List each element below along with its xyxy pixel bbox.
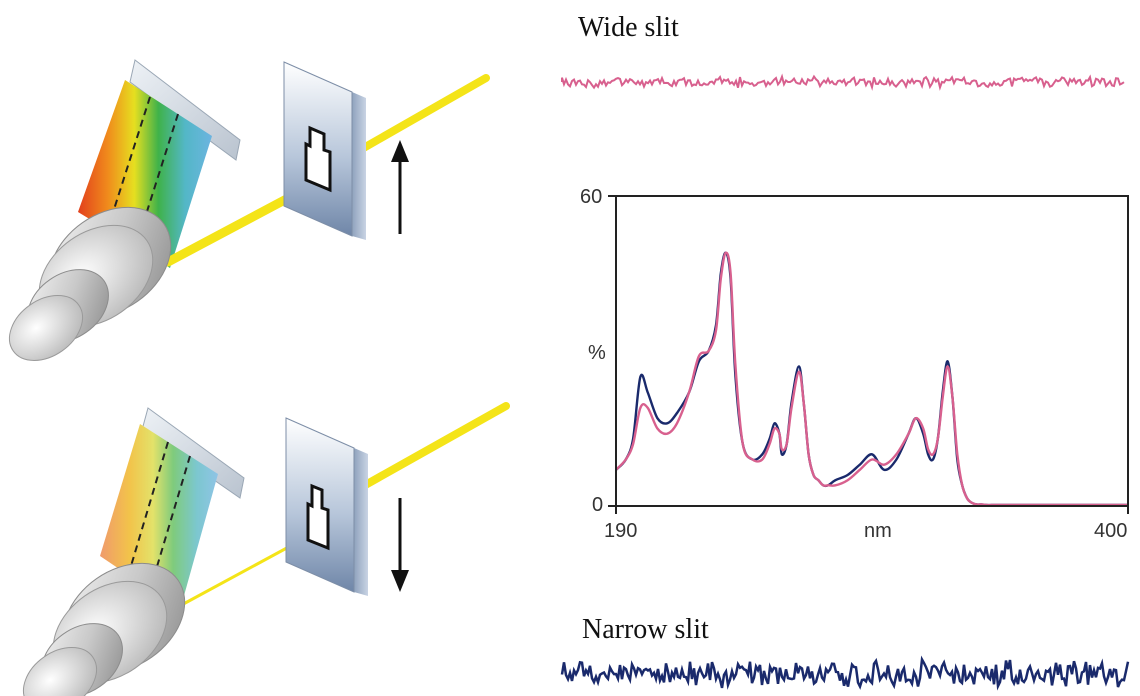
top-assembly [9, 59, 490, 361]
top-mirror [129, 59, 241, 161]
top-spectrum-dash-1 [107, 96, 151, 229]
y-tick-label-bottom: 0 [592, 494, 604, 516]
top-slit-panel-side [352, 92, 366, 240]
y-tick-label-top: 60 [580, 186, 603, 208]
narrow-noise-path [560, 655, 1130, 691]
y-axis-label: % [588, 342, 606, 364]
top-slit-opening [304, 125, 332, 193]
arrow-down-icon [391, 570, 409, 592]
bottom-slit-opening [306, 483, 330, 551]
chart-lines [615, 251, 1128, 507]
wide-slit-label: Wide slit [578, 12, 679, 43]
top-beam-out [356, 74, 490, 154]
optics-illustration [9, 59, 510, 696]
arrow-up-icon [391, 140, 409, 162]
top-detector [9, 206, 172, 361]
chart-ticks [608, 195, 1129, 514]
bottom-detector [23, 562, 186, 696]
x-tick-label-left: 190 [604, 520, 638, 542]
bottom-slit-panel-side [354, 448, 368, 596]
x-tick-label-right: 400 [1094, 520, 1128, 542]
plot-frame [615, 195, 1129, 507]
x-axis-label: nm [864, 520, 892, 542]
bottom-mirror [141, 407, 245, 499]
wide-noise-path [561, 73, 1125, 91]
bottom-spectrum [100, 424, 218, 610]
wide-slit-noise-trace [561, 73, 1125, 91]
absorbance-chart [608, 195, 1129, 514]
series-line-wide [615, 251, 1128, 507]
narrow-slit-noise-trace [560, 655, 1130, 691]
bottom-assembly [23, 402, 510, 696]
narrow-slit-label: Narrow slit [582, 614, 709, 645]
bottom-beam-out [356, 402, 510, 492]
